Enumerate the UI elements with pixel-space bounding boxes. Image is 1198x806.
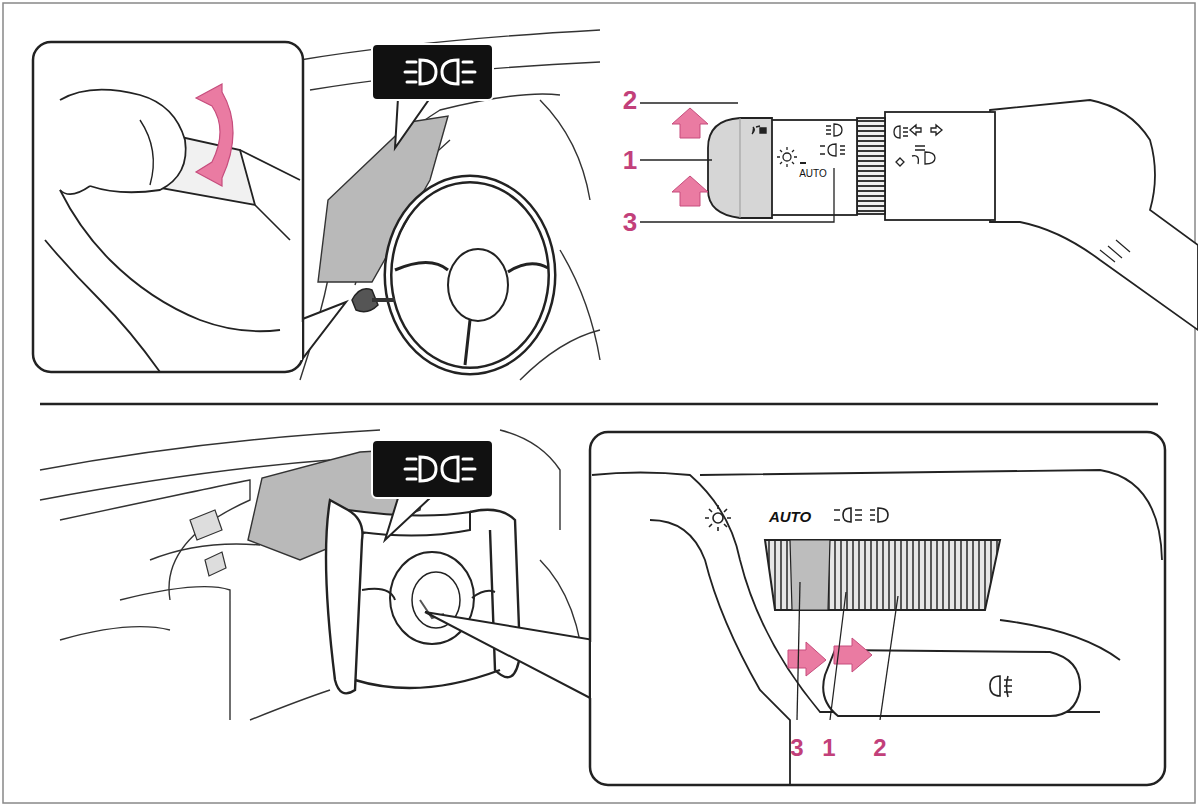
callout-number: 3 xyxy=(623,209,637,235)
callout-number: 1 xyxy=(623,147,637,173)
switch-position-label: AUTO xyxy=(799,169,827,179)
callout-number: 1 xyxy=(822,736,835,760)
callout-number: 3 xyxy=(790,736,803,760)
switch-position-label: AUTO xyxy=(769,509,811,524)
callout-number: 2 xyxy=(873,736,886,760)
callout-number: 2 xyxy=(623,87,637,113)
